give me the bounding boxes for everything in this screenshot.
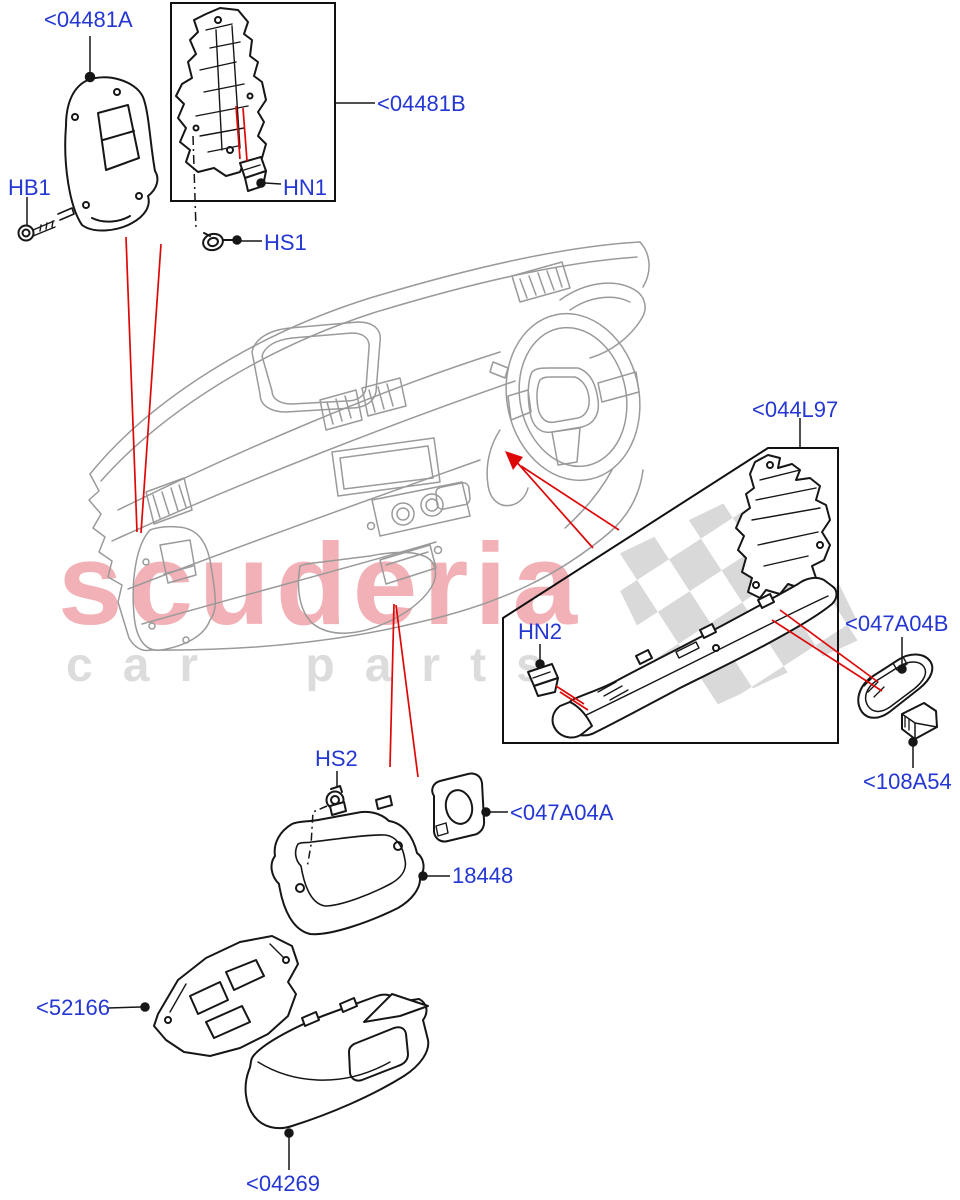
part-label-04269[interactable]: <04269	[246, 1171, 321, 1196]
part-HS1-screw-drawing	[202, 232, 235, 252]
part-047A04B-drawing	[857, 653, 934, 719]
part-label-047A04B[interactable]: <047A04B	[845, 611, 949, 636]
part-047A04A-drawing	[431, 772, 486, 843]
part-label-04481B[interactable]: <04481B	[377, 91, 466, 116]
part-label-HS2[interactable]: HS2	[315, 746, 358, 771]
part-label-HB1[interactable]: HB1	[8, 175, 51, 200]
part-04481B-drawing	[175, 7, 267, 177]
part-HN2-clip-drawing	[527, 663, 559, 697]
group-boxes	[170, 2, 839, 744]
part-label-047A04A[interactable]: <047A04A	[510, 800, 614, 825]
part-52166-drawing	[153, 935, 299, 1057]
part-18448-drawing	[270, 795, 425, 936]
part-044L97-trim-drawing	[551, 576, 838, 739]
part-044L97-bracket-drawing	[735, 454, 831, 599]
part-label-HS1[interactable]: HS1	[264, 230, 307, 255]
part-label-HN1[interactable]: HN1	[283, 175, 328, 200]
watermark-sub-text: car parts	[66, 639, 573, 692]
part-04269-drawing	[244, 993, 430, 1130]
part-04481A-drawing	[64, 76, 159, 232]
group-box-04481B	[170, 2, 336, 202]
part-108A54-drawing	[901, 702, 938, 740]
part-HB1-bolt-drawing	[17, 207, 75, 242]
dashboard-sketch	[88, 241, 650, 652]
part-label-52166[interactable]: <52166	[36, 995, 111, 1020]
part-label-108A54[interactable]: <108A54	[863, 769, 952, 794]
part-label-04481A[interactable]: <04481A	[44, 7, 133, 32]
red-reference-lines	[125, 105, 883, 778]
part-label-044L97[interactable]: <044L97	[752, 397, 839, 422]
part-label-18448[interactable]: 18448	[452, 863, 514, 888]
group-box-044L97	[502, 447, 839, 744]
leader-lines	[26, 36, 918, 1170]
part-label-HN2[interactable]: HN2	[518, 619, 563, 644]
